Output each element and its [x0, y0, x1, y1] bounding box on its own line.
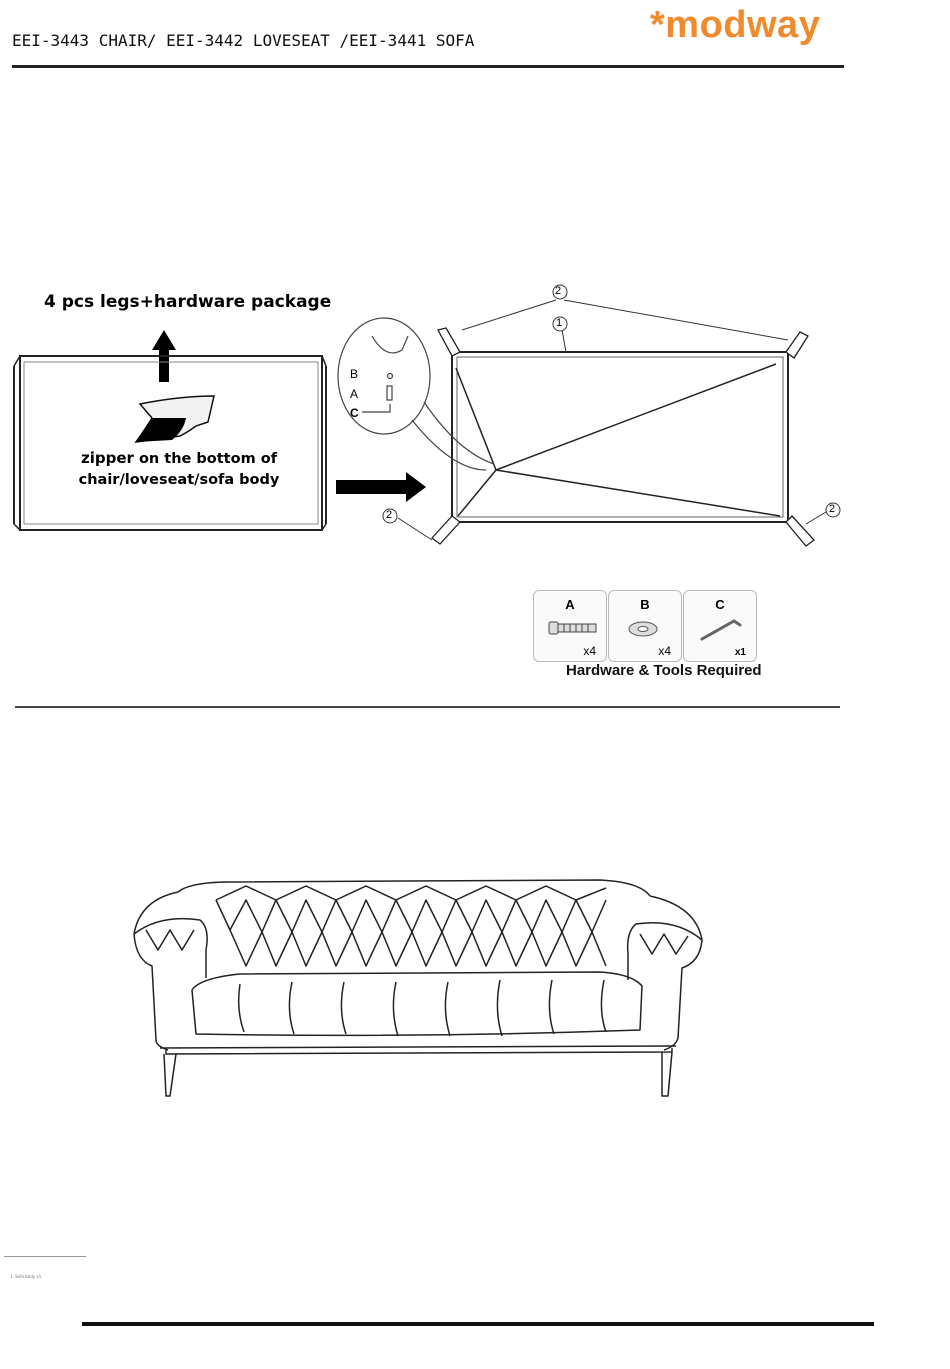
section-divider [15, 706, 840, 708]
step-illustration [0, 0, 950, 700]
zipper-rest: on the bottom of [134, 451, 277, 467]
hardware-qty: x1 [735, 647, 746, 658]
hardware-qty: x4 [583, 644, 596, 658]
footer-divider [82, 1322, 874, 1326]
detail-label-a: A [350, 387, 358, 401]
allen-key-icon [702, 621, 740, 639]
callout-2-right: 2 [829, 503, 835, 515]
leg-icon [432, 328, 814, 546]
hardware-item-b: B x4 [608, 590, 682, 662]
sofa-frame-assembled [452, 352, 788, 522]
bolt-icon [549, 622, 596, 634]
chesterfield-sofa-drawing [0, 870, 950, 1170]
footer-small-rule [4, 1256, 86, 1257]
hardware-item-c: C x1 [683, 590, 757, 662]
callout-2-left: 2 [386, 509, 392, 521]
zipper-strong: zipper [81, 449, 134, 467]
washer-icon [629, 622, 657, 636]
right-arrow-icon [336, 472, 426, 502]
detail-magnifier [338, 318, 494, 470]
hardware-item-a: A x4 [533, 590, 607, 662]
zipper-line2: chair/loveseat/sofa body [60, 470, 298, 491]
zipper-instruction: zipper on the bottom of chair/loveseat/s… [60, 448, 298, 491]
detail-label-c: C [350, 406, 359, 420]
hardware-caption: Hardware & Tools Required [566, 662, 762, 679]
zipper-icon [136, 396, 214, 442]
sofa-bottom-view [14, 356, 326, 530]
hardware-qty: x4 [658, 644, 671, 658]
detail-label-b: B [350, 367, 358, 381]
footer-fine-print: 1. Sofa body x1 [10, 1274, 41, 1279]
callout-1: 1 [556, 317, 562, 329]
callout-2-top: 2 [555, 285, 561, 297]
